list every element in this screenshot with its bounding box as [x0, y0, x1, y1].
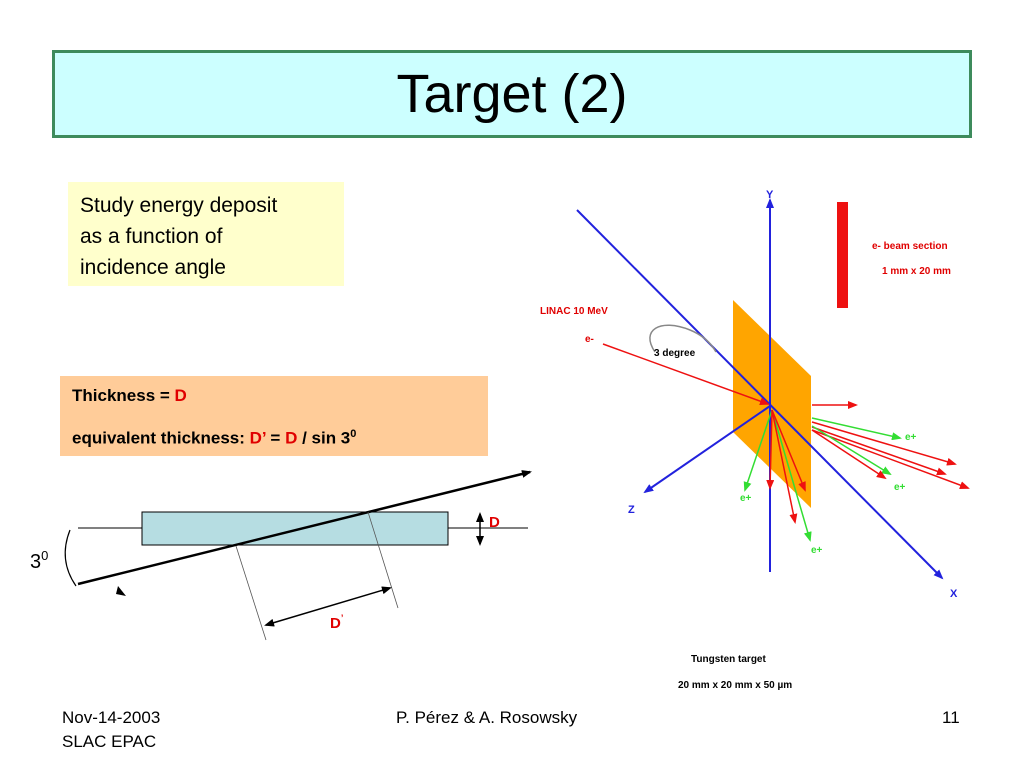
axis-x-label: X [950, 588, 958, 600]
scattered-electron [771, 409, 806, 492]
positron-track [771, 409, 812, 542]
equiv-sup: 0 [350, 428, 357, 440]
scattered-electron [811, 421, 957, 466]
positron-track [743, 409, 773, 492]
scattered-electron [766, 409, 775, 490]
thickness-label: Thickness = [72, 386, 175, 405]
thickness-note: Thickness = D equivalent thickness: D’ =… [60, 376, 488, 456]
positron-label: e+ [740, 493, 752, 504]
scattered-electron [811, 426, 947, 476]
footer-page-number: 11 [942, 708, 960, 727]
incident-electron-beam [602, 343, 770, 406]
positron-track [811, 425, 892, 476]
slide-title: Target (2) [396, 64, 628, 124]
study-line: Study energy deposit [80, 194, 278, 217]
target-size-label: 20 mm x 20 mm x 50 µm [678, 680, 792, 691]
beam-section-bar [837, 202, 848, 308]
study-line: as a function of [80, 225, 223, 248]
footer-date: Nov-14-2003 [62, 708, 161, 727]
equivalent-thickness-line: equivalent thickness: D’ = D / sin 30 [72, 428, 356, 449]
equiv-d: D [285, 428, 298, 448]
angle-arc [64, 529, 77, 587]
axis-x [576, 209, 944, 580]
dprime-label: D’ [330, 613, 343, 632]
thickness-line: Thickness = D [72, 386, 187, 406]
projection-line [235, 545, 267, 641]
study-note: Study energy deposit as a function of in… [68, 182, 344, 286]
angle-arc-3deg [649, 324, 717, 353]
angle-label: 30 [30, 548, 48, 573]
equiv-label: equivalent thickness: [72, 428, 250, 448]
thickness-d: D [174, 386, 187, 405]
scattered-electron [811, 429, 887, 480]
slab-diagram: 30 D D’ [30, 470, 532, 641]
footer-authors: P. Pérez & A. Rosowsky [396, 708, 578, 727]
positron-label: e+ [894, 482, 906, 493]
target-diagram: Y Z X LINAC 10 MeV e- 3 degree e- beam s… [540, 189, 970, 691]
target-name-label: Tungsten target [691, 654, 766, 665]
study-line: incidence angle [80, 256, 226, 279]
title-box: Target (2) [52, 50, 972, 138]
axis-z-label: Z [628, 504, 635, 516]
linac-label: LINAC 10 MeV [540, 306, 608, 317]
equiv-eq: = [265, 428, 286, 448]
e-minus-label: e- [585, 334, 594, 345]
positron-label: e+ [811, 545, 823, 556]
axis-y-label: Y [766, 189, 774, 201]
incident-beam-line [77, 470, 532, 586]
arc-arrowhead [116, 586, 126, 596]
equiv-dprime: D’ [249, 428, 266, 448]
beam-section-label: e- beam section [872, 241, 948, 252]
d-label: D [489, 514, 500, 531]
equiv-sin: / sin 3 [297, 428, 351, 448]
projection-line [367, 511, 399, 609]
dprime-arrow [264, 586, 392, 627]
positron-track [811, 417, 902, 441]
slab-rect [141, 511, 449, 546]
degree-label: 3 degree [654, 348, 696, 359]
scattered-electron [771, 409, 798, 524]
positron-label: e+ [905, 432, 917, 443]
axis-z [643, 405, 771, 494]
beam-size-label: 1 mm x 20 mm [882, 266, 951, 277]
footer-event: SLAC EPAC [62, 732, 157, 751]
scattered-electron [811, 429, 970, 489]
